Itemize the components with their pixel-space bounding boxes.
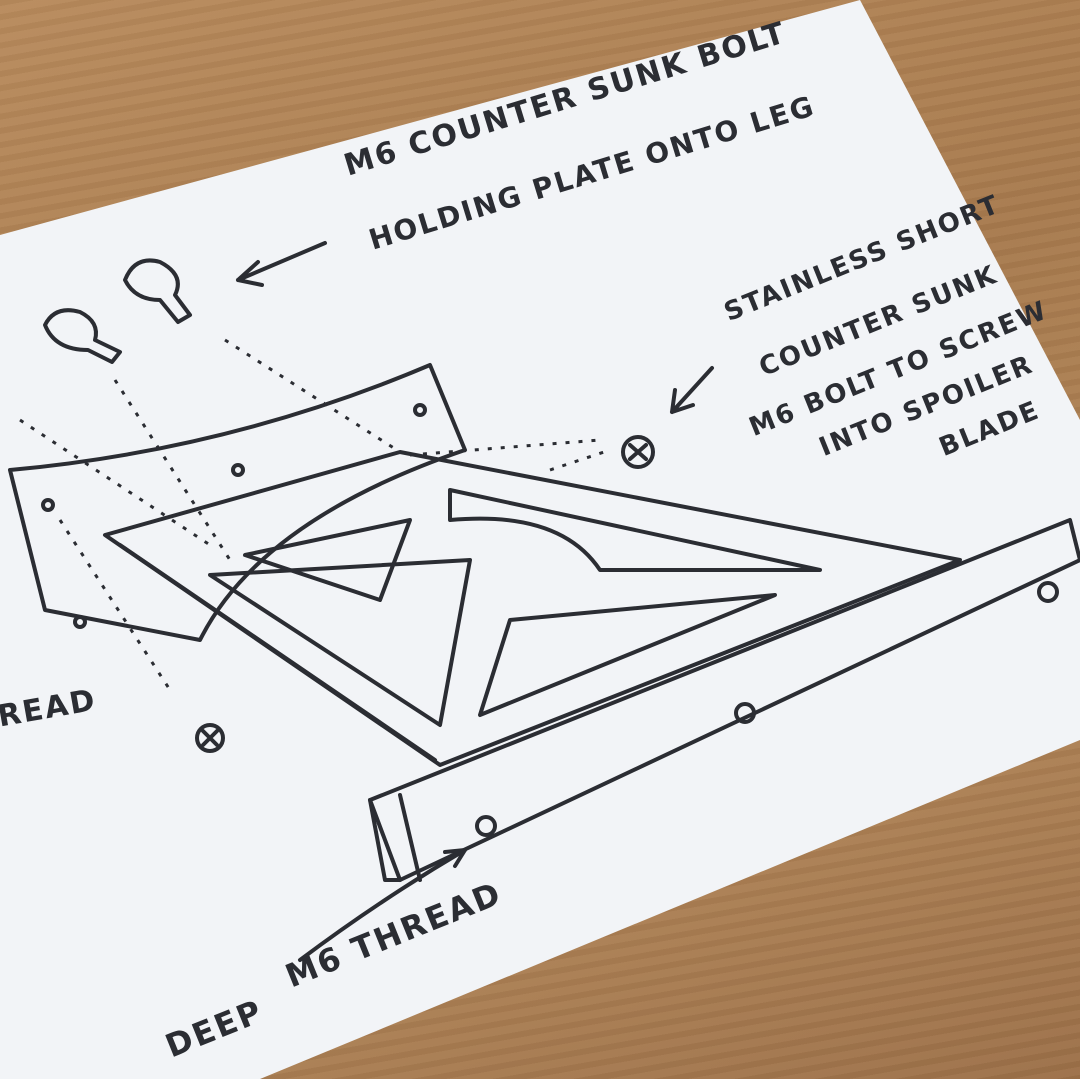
dotted-guide-lines xyxy=(19,338,611,691)
sketch-drawing xyxy=(8,241,1080,962)
